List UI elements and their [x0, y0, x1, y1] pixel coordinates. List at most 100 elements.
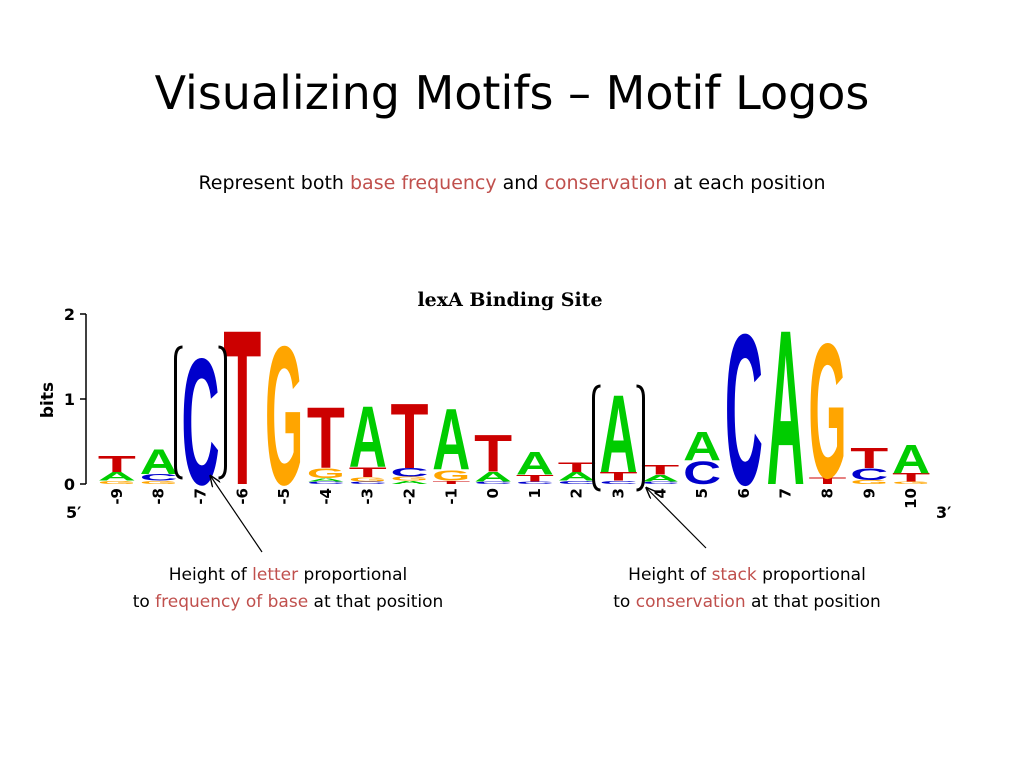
annotation-text: to [613, 592, 636, 612]
annotation-line: Height of letter proportional [78, 562, 498, 589]
x-tick-label: -4 [317, 488, 335, 505]
logo-column-10: GTA [892, 436, 930, 485]
annotation-letter-height: Height of letter proportional to frequen… [78, 562, 498, 616]
x-tick-label: -1 [442, 488, 460, 505]
logo-column-3: CTA [600, 374, 638, 497]
logo-column-1: CTA [516, 446, 554, 485]
x-tick-label: 1 [526, 488, 544, 498]
y-axis-label: bits [38, 382, 58, 418]
logo-letter-C: C [516, 481, 554, 485]
logo-letter-G: G [98, 480, 136, 485]
x-tick-label: -6 [233, 488, 251, 505]
x-tick-label: 8 [819, 488, 837, 498]
logo-letter-A: A [432, 392, 470, 489]
logo-letter-A: A [349, 389, 387, 486]
x-tick-label: 5 [693, 488, 711, 498]
logo-letter-A: A [307, 477, 345, 482]
logo-letter-A: A [767, 285, 805, 533]
x-tick-label: -5 [275, 488, 293, 505]
x-tick-label: 6 [735, 488, 753, 498]
highlight-bracket-3 [592, 384, 645, 492]
arrow-stack-height [647, 488, 707, 549]
logo-letter-G: G [349, 476, 387, 482]
logo-column--8: GCA [140, 443, 178, 485]
logo-letter-A: A [641, 473, 679, 483]
logo-letter-T: T [98, 451, 136, 477]
logo-letter-A: A [683, 423, 721, 469]
x-tick-label: 9 [860, 488, 878, 498]
x-tick-label: 2 [568, 488, 586, 498]
logo-letter-A: A [516, 446, 554, 482]
x-tick-label: -3 [359, 488, 377, 505]
x-tick-label: 3 [610, 488, 628, 498]
logo-letter-T: T [432, 480, 470, 485]
annotation-stack-height: Height of stack proportional to conserva… [537, 562, 957, 616]
logo-column--9: GAT [98, 451, 136, 485]
logo-letter-T: T [349, 464, 388, 480]
subtitle-text: Represent both [198, 172, 350, 194]
x-tick-label: -9 [108, 488, 126, 505]
logo-column--7: C [181, 322, 219, 523]
logo-column-8: TG [808, 303, 846, 518]
logo-letter-C: C [391, 466, 429, 479]
x-tick-label: 4 [651, 488, 669, 498]
logo-letter-G: G [140, 480, 178, 485]
logo-column-6: C [725, 290, 763, 530]
logo-letter-T: T [641, 462, 680, 478]
logo-column--1: TGA [432, 392, 470, 489]
logo-column-5: CA [683, 423, 721, 491]
five-prime-label: 5′ [66, 503, 81, 522]
subtitle-highlight-conservation: conservation [544, 172, 668, 194]
annotation-text: Height of [628, 565, 712, 585]
x-tick-label: -2 [401, 488, 419, 505]
y-tick-label: 1 [64, 390, 75, 409]
logo-letter-T: T [892, 471, 930, 484]
annotation-text: at that position [745, 592, 881, 612]
logo-column-4: CAT [641, 462, 680, 485]
logo-letter-T: T [391, 383, 429, 488]
logo-letter-C: C [850, 466, 888, 484]
logo-letter-A: A [140, 443, 178, 481]
subtitle-text: and [496, 172, 545, 194]
logo-letter-T: T [223, 285, 261, 531]
annotation-text: at that position [308, 592, 444, 612]
x-tick-label: 10 [902, 488, 920, 509]
annotation-highlight: letter [252, 565, 299, 585]
logo-column-7: A [767, 285, 805, 533]
logo-letter-G: G [892, 481, 930, 485]
subtitle-text: at each position [667, 172, 826, 194]
highlight-brackets [174, 345, 645, 492]
logo-letter-A: A [600, 374, 638, 497]
chart-title: lexA Binding Site [417, 289, 602, 311]
x-tick-label: -8 [150, 488, 168, 505]
y-tick-label: 0 [64, 475, 75, 494]
logo-column-2: CAT [558, 459, 597, 485]
logo-letter-C: C [683, 455, 721, 491]
annotation-line: to frequency of base at that position [78, 589, 498, 616]
logo-letter-A: A [474, 469, 512, 485]
logo-letter-T: T [850, 442, 888, 474]
annotation-highlight: stack [711, 565, 757, 585]
logo-column--6: T [223, 285, 261, 531]
logo-letter-G: G [850, 479, 888, 485]
logo-column-9: GCT [850, 442, 888, 485]
annotation-text: to [132, 592, 156, 612]
logo-letter-C: C [641, 481, 679, 485]
slide-subtitle: Represent both base frequency and conser… [0, 170, 1024, 196]
annotation-line: to conservation at that position [537, 589, 957, 616]
logo-letter-C: C [558, 480, 596, 485]
annotation-highlight: frequency of base [155, 592, 309, 612]
logo-letter-T: T [474, 425, 512, 483]
annotation-text: proportional [298, 565, 408, 585]
logo-letter-A: A [558, 471, 596, 484]
logo-column-0: CAT [474, 425, 512, 485]
x-tick-label: 7 [777, 488, 795, 498]
logo-letter-A: A [98, 471, 136, 484]
logo-letter-T: T [516, 473, 554, 483]
logo-letter-T: T [600, 470, 638, 483]
logo-letter-A: A [892, 436, 930, 482]
